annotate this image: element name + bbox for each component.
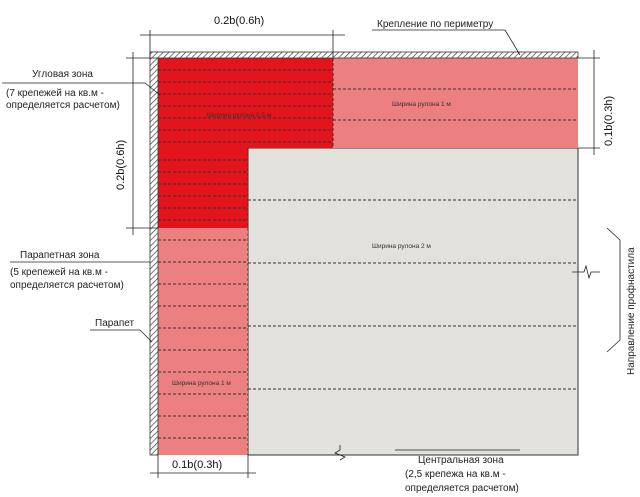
parapet-left <box>149 51 159 456</box>
central-zone-label: Центральная зона <box>418 455 504 466</box>
direction-arrow-icon <box>606 227 621 353</box>
roll-seams <box>158 58 578 455</box>
perimeter-fastening-label: Крепление по периметру <box>377 19 493 30</box>
corner-zone-note-2: определяется расчетом) <box>6 100 120 111</box>
central-zone-note-2: определяется расчетом) <box>405 483 519 494</box>
central-roll-width: Ширина рулона 2 м <box>372 243 431 250</box>
corner-zone-label: Угловая зона <box>32 69 93 80</box>
break-mark-bottom <box>334 445 346 461</box>
top-edge-zone <box>333 58 578 148</box>
left-roll-width: Ширина рулона 1 м <box>172 380 231 387</box>
parapet-zone-note-1: (5 крепежей на кв.м - <box>10 267 108 278</box>
deck-direction-label: Направление профнастила <box>625 247 637 375</box>
corner-zone-note-1: (7 крепежей на кв.м - <box>6 88 104 99</box>
break-mark-right <box>572 264 600 280</box>
right-dimension: 0.1b(0.3h) <box>603 96 615 146</box>
parapet-zone-label: Парапетная зона <box>20 250 100 261</box>
left-edge-zone <box>158 228 248 455</box>
central-zone <box>247 147 579 456</box>
bottom-dimension: 0.1b(0.3h) <box>172 459 222 471</box>
corner-zone <box>158 58 333 228</box>
left-dimension: 0.2b(0.6h) <box>115 140 127 190</box>
parapet-label: Парапет <box>95 318 135 329</box>
top-roll-width: Ширина рулона 1 м <box>392 101 451 108</box>
parapet-top <box>149 51 579 59</box>
corner-roll-width: Ширина рулона 0,5 м <box>207 112 272 119</box>
top-dimension: 0.2b(0.6h) <box>214 15 264 27</box>
parapet-zone-note-2: определяется расчетом) <box>10 280 124 291</box>
central-zone-note-1: (2,5 крепежа на кв.м - <box>405 469 506 480</box>
